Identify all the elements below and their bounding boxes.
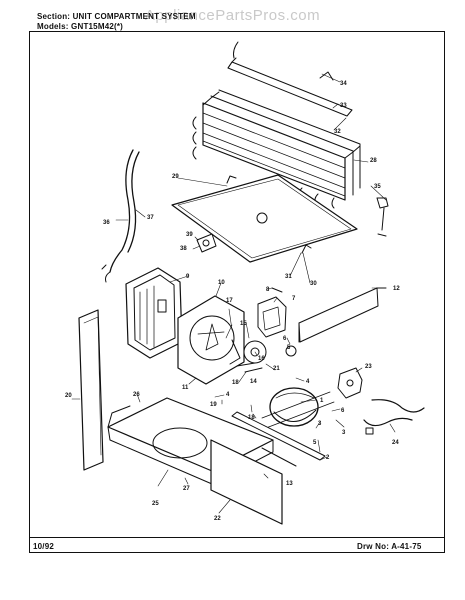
- callout-3: 3: [342, 430, 346, 436]
- compressor: [261, 387, 335, 429]
- callout-8: 8: [266, 287, 270, 293]
- callout-10: 10: [218, 280, 225, 286]
- callout-37: 37: [147, 215, 154, 221]
- footer-drawing-number: Drw No: A-41-75: [357, 542, 422, 551]
- tubing-assembly: [101, 149, 140, 283]
- compressor-rails: [231, 411, 326, 467]
- small-hardware: [196, 197, 389, 253]
- callout-9: 9: [186, 274, 190, 280]
- callout-15: 15: [240, 321, 247, 327]
- callout-28: 28: [370, 158, 377, 164]
- callout-2: 2: [326, 455, 330, 461]
- callout-4b: 4: [226, 392, 230, 398]
- condenser-mounting-bar: [227, 41, 353, 117]
- callout-23: 23: [365, 364, 372, 370]
- callout-labels: 34 33 32 28 35 29 36 37 39 38 31 30 9 10…: [65, 81, 400, 522]
- leader-lines: [71, 73, 396, 514]
- callout-6b: 6: [341, 408, 345, 414]
- callout-6: 6: [283, 336, 287, 342]
- callout-3b: 3: [318, 421, 322, 427]
- callout-16: 16: [258, 356, 265, 362]
- access-cover: [210, 439, 283, 525]
- callout-14: 14: [250, 379, 257, 385]
- callout-36: 36: [103, 220, 110, 226]
- power-cord: [363, 399, 425, 435]
- callout-33: 33: [340, 103, 347, 109]
- callout-35: 35: [374, 184, 381, 190]
- models-title: Models: GNT15M42(*): [37, 22, 124, 31]
- drawing-frame: [29, 31, 445, 538]
- callout-31: 31: [285, 274, 292, 280]
- callout-18: 18: [232, 380, 239, 386]
- callout-22: 22: [214, 516, 221, 522]
- drip-tray: [171, 174, 358, 263]
- callout-38: 38: [180, 246, 187, 252]
- callout-1: 1: [320, 398, 324, 404]
- fan-shroud: [125, 267, 183, 359]
- callout-30: 30: [310, 281, 317, 287]
- footer-date: 10/92: [33, 542, 55, 551]
- callout-7: 7: [292, 296, 296, 302]
- side-panel: [78, 309, 104, 471]
- callout-13: 13: [286, 481, 293, 487]
- callout-32: 32: [334, 129, 341, 135]
- fan-bracket: [177, 295, 245, 385]
- callout-5b: 5: [313, 440, 317, 446]
- side-bracket: [298, 287, 387, 343]
- callout-29: 29: [172, 174, 179, 180]
- callout-5: 5: [287, 345, 291, 351]
- callout-25: 25: [152, 501, 159, 507]
- relay-bracket: [257, 287, 297, 357]
- callout-20: 20: [65, 393, 72, 399]
- overload-relay: [337, 367, 363, 399]
- callout-24: 24: [392, 440, 399, 446]
- callout-21: 21: [273, 366, 280, 372]
- footer-bar: [29, 538, 445, 553]
- callout-26: 26: [133, 392, 140, 398]
- watermark: AppliancePartsPros.com: [144, 7, 321, 24]
- callout-4: 4: [306, 379, 310, 385]
- callout-12: 12: [393, 286, 400, 292]
- callout-34: 34: [340, 81, 347, 87]
- section-title: Section: UNIT COMPARTMENT SYSTEM: [37, 12, 196, 21]
- callout-27: 27: [183, 486, 190, 492]
- callout-11: 11: [182, 385, 189, 391]
- condenser-coil: [192, 89, 361, 209]
- callout-39: 39: [186, 232, 193, 238]
- callout-18b: 18: [248, 415, 255, 421]
- fan-motor: [236, 340, 267, 373]
- callout-19: 19: [210, 402, 217, 408]
- callout-17: 17: [226, 298, 233, 304]
